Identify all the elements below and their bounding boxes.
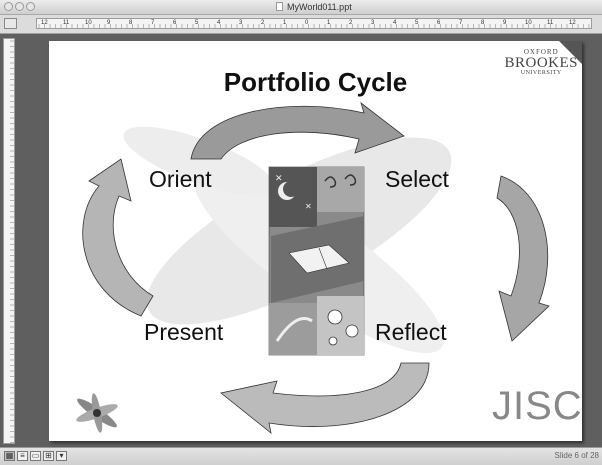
arrow-present-to-orient bbox=[82, 158, 154, 317]
slide-counter: Slide 6 of 28 bbox=[554, 451, 599, 460]
slide-view-button[interactable]: ▭ bbox=[30, 451, 41, 461]
ruler-number: 3 bbox=[371, 20, 375, 26]
ruler-number: 5 bbox=[195, 20, 199, 26]
ruler-number: 3 bbox=[239, 20, 243, 26]
horizontal-ruler-ticks bbox=[38, 24, 590, 28]
ruler-number: 4 bbox=[217, 20, 221, 26]
document-icon bbox=[276, 2, 283, 11]
status-bar: ▦ ≡ ▭ ⊞ ▾ Slide 6 of 28 bbox=[0, 447, 602, 465]
ruler-number: 2 bbox=[261, 20, 265, 26]
corner-accent bbox=[559, 41, 582, 64]
ruler-number: 2 bbox=[349, 20, 353, 26]
oxford-brookes-logo: OXFORD BROOKES UNIVERSITY bbox=[504, 48, 578, 76]
ruler-corner-button[interactable] bbox=[4, 18, 17, 29]
ruler-number: 8 bbox=[481, 20, 485, 26]
flower-decoration bbox=[76, 393, 118, 433]
stage-label-reflect[interactable]: Reflect bbox=[375, 319, 447, 345]
logo-line-2: BROOKES bbox=[504, 55, 578, 71]
logo-line-3: UNIVERSITY bbox=[520, 70, 562, 76]
ruler-number: 12 bbox=[41, 20, 48, 26]
arrow-reflect-to-present bbox=[220, 362, 430, 434]
center-clipart-image: ✕ ✕ bbox=[268, 166, 365, 356]
ruler-number: 0 bbox=[305, 20, 309, 26]
stage-label-select[interactable]: Select bbox=[385, 166, 449, 192]
ruler-number: 7 bbox=[459, 20, 463, 26]
window-title: MyWorld011.ppt bbox=[287, 2, 352, 12]
arrow-select-to-reflect bbox=[496, 175, 550, 342]
slide-sorter-view-button[interactable]: ⊞ bbox=[43, 451, 54, 461]
ruler-number: 4 bbox=[393, 20, 397, 26]
ruler-number: 12 bbox=[569, 20, 576, 26]
slide-artwork: ✕ ✕ bbox=[76, 41, 582, 434]
svg-text:✕: ✕ bbox=[275, 173, 283, 183]
ruler-number: 10 bbox=[85, 20, 92, 26]
svg-text:✕: ✕ bbox=[305, 202, 312, 211]
slide-canvas[interactable]: ✕ ✕ Portfolio Cycle Orient Select Presen… bbox=[49, 41, 582, 441]
stage-label-present[interactable]: Present bbox=[144, 319, 224, 345]
outline-view-button[interactable]: ≡ bbox=[17, 451, 28, 461]
jisc-logo: JISC bbox=[492, 384, 582, 428]
minimize-window-button[interactable] bbox=[15, 2, 24, 11]
vertical-ruler-ticks bbox=[10, 40, 14, 443]
ruler-number: 11 bbox=[63, 20, 70, 26]
arrow-orient-to-select bbox=[190, 101, 405, 160]
vertical-ruler[interactable] bbox=[3, 38, 15, 444]
normal-view-button[interactable]: ▦ bbox=[4, 451, 15, 461]
ruler-number: 10 bbox=[525, 20, 532, 26]
ruler-number: 7 bbox=[151, 20, 155, 26]
close-window-button[interactable] bbox=[4, 2, 13, 11]
ruler-number: 5 bbox=[415, 20, 419, 26]
ruler-number: 11 bbox=[547, 20, 554, 26]
ruler-number: 6 bbox=[437, 20, 441, 26]
zoom-window-button[interactable] bbox=[26, 2, 35, 11]
slideshow-view-button[interactable]: ▾ bbox=[56, 451, 67, 461]
ruler-number: 1 bbox=[283, 20, 287, 26]
ruler-number: 6 bbox=[173, 20, 177, 26]
window-titlebar: MyWorld011.ppt bbox=[0, 0, 602, 15]
stage-label-orient[interactable]: Orient bbox=[149, 166, 212, 192]
ruler-number: 8 bbox=[129, 20, 133, 26]
slide-title[interactable]: Portfolio Cycle bbox=[223, 67, 408, 97]
logo-line-1: OXFORD bbox=[523, 48, 559, 56]
ruler-number: 9 bbox=[107, 20, 111, 26]
ruler-number: 1 bbox=[327, 20, 331, 26]
ruler-number: 9 bbox=[503, 20, 507, 26]
